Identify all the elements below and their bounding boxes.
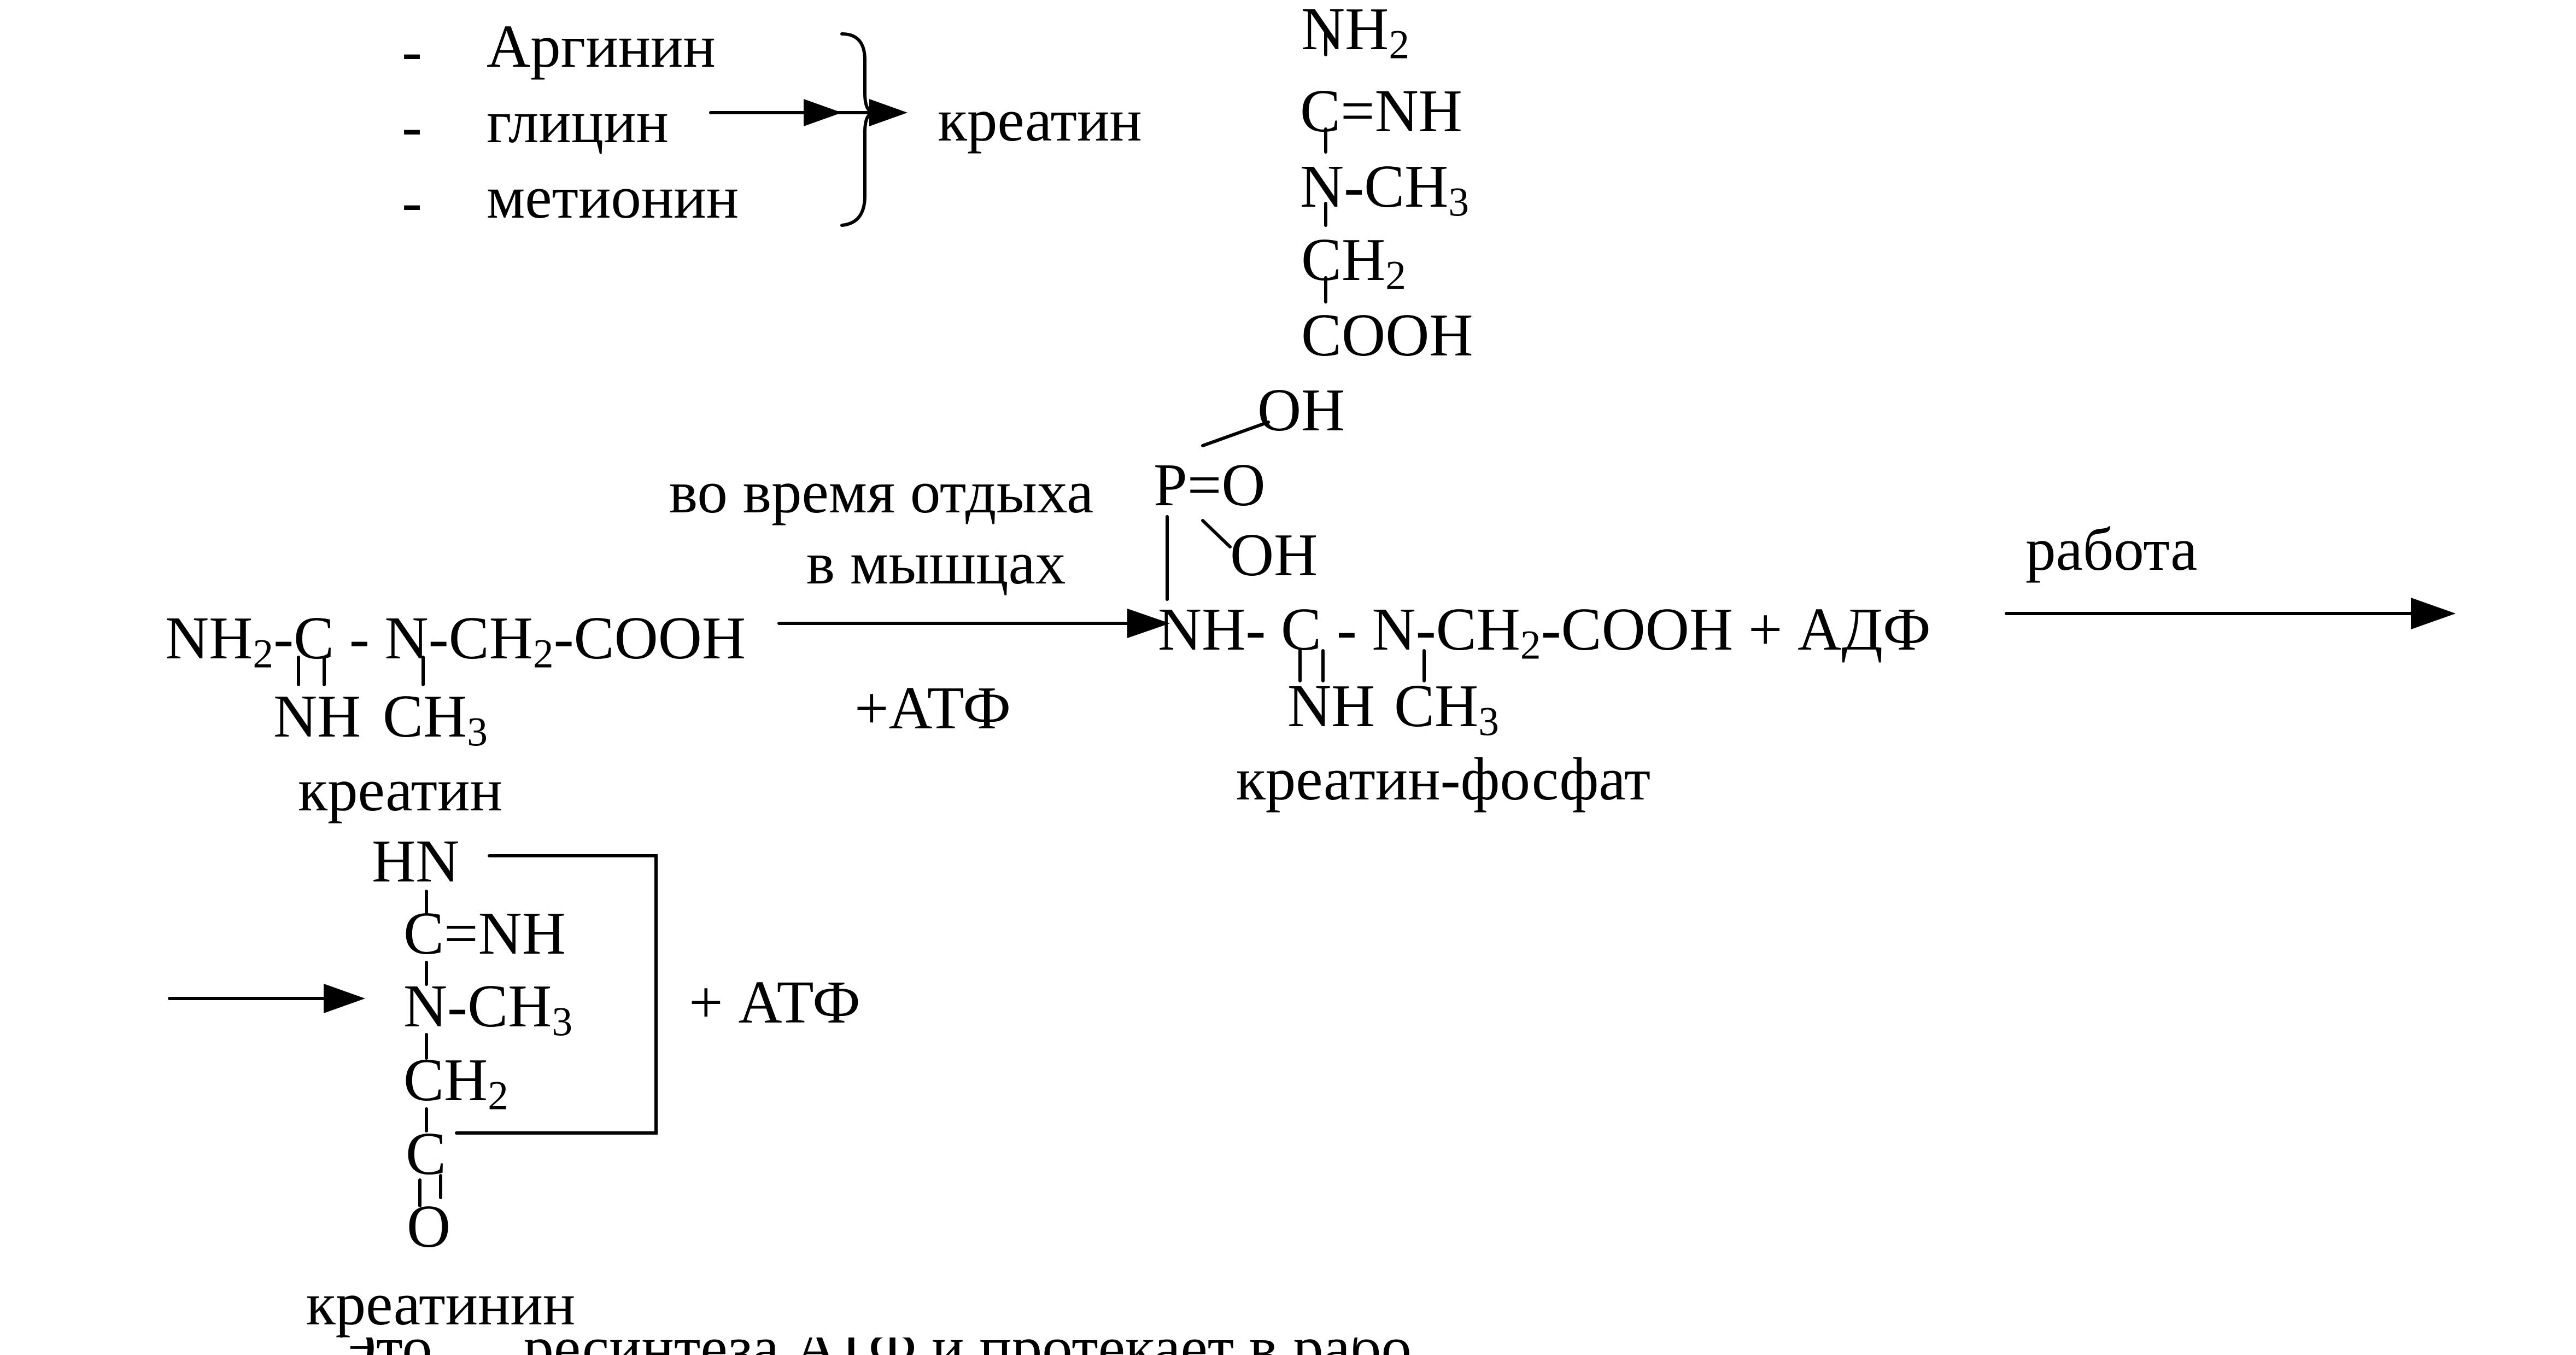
creatinine-c-nh: C=NH [403, 900, 566, 967]
work-arrowhead [2411, 598, 2456, 629]
creatinine-o: O [407, 1193, 451, 1260]
synthesis-arrowhead-2 [869, 99, 908, 126]
creatinine-hn: HN [372, 828, 460, 895]
creatine-ch3: CH3 [383, 683, 488, 755]
synthesis-brace [840, 32, 875, 227]
struct-n-ch3: N-CH3 [1300, 153, 1470, 225]
dash-1: - [402, 17, 422, 85]
creatinine-c: C [406, 1120, 447, 1188]
lower-arrowhead [324, 984, 365, 1013]
bottom-cut-text: Это … ресинтеза АТФ и протекает в рабо [336, 1338, 1412, 1355]
work-label: работа [2025, 516, 2198, 583]
struct-cooh: COOH [1301, 302, 1473, 369]
creatinine-plus-atp: + АТФ [689, 969, 860, 1036]
creatine-label: креатин [298, 757, 502, 824]
struct-nh2: NH2 [1301, 0, 1410, 68]
phosphate-p-o: P=O [1154, 452, 1266, 519]
ring-closure [455, 854, 658, 1135]
phosphate-oh-top: OH [1257, 377, 1345, 444]
creatine-phosphate-formula: NH- C - N-CH2-COOH + АДФ [1158, 596, 1931, 668]
amino-acid-arginine: Аргинин [487, 13, 716, 80]
creatine-nh: NH [273, 683, 361, 750]
synthesis-arrowhead-1 [804, 99, 842, 126]
creatine-phosphate-ch3: CH3 [1394, 673, 1499, 745]
struct-ch2: CH2 [1301, 226, 1406, 299]
synthesis-product: креатин [938, 87, 1142, 154]
creatinine-label: креатинин [306, 1271, 576, 1338]
bottom-cut-text-strip: Это … ресинтеза АТФ и протекает в рабо [0, 1338, 2576, 1355]
bond-p-oh-top [1201, 420, 1270, 447]
creatine-phosphate-nh: NH [1287, 673, 1375, 740]
creatine-formula: NH2-C - N-CH2-COOH [165, 605, 746, 677]
atp-plus-label: +АТФ [854, 675, 1011, 742]
phosphate-oh-bottom: OH [1230, 522, 1318, 589]
rest-label-2: в мышцах [806, 530, 1066, 597]
rest-arrowhead [1127, 609, 1170, 638]
creatinine-n-ch3: N-CH3 [403, 973, 573, 1045]
dash-3: - [402, 168, 422, 236]
rest-label-1: во время отдыха [669, 459, 1094, 526]
amino-acid-methionine: метионин [487, 164, 739, 231]
struct-c-nh: C=NH [1300, 78, 1462, 145]
creatine-phosphate-label: креатин-фосфат [1236, 746, 1651, 813]
dash-2: - [402, 93, 422, 160]
amino-acid-glycine: глицин [487, 89, 669, 156]
creatinine-ch2: CH2 [403, 1047, 508, 1119]
top-cut-text-strip [0, 0, 2576, 12]
bond-p-oh-bottom [1201, 519, 1232, 548]
